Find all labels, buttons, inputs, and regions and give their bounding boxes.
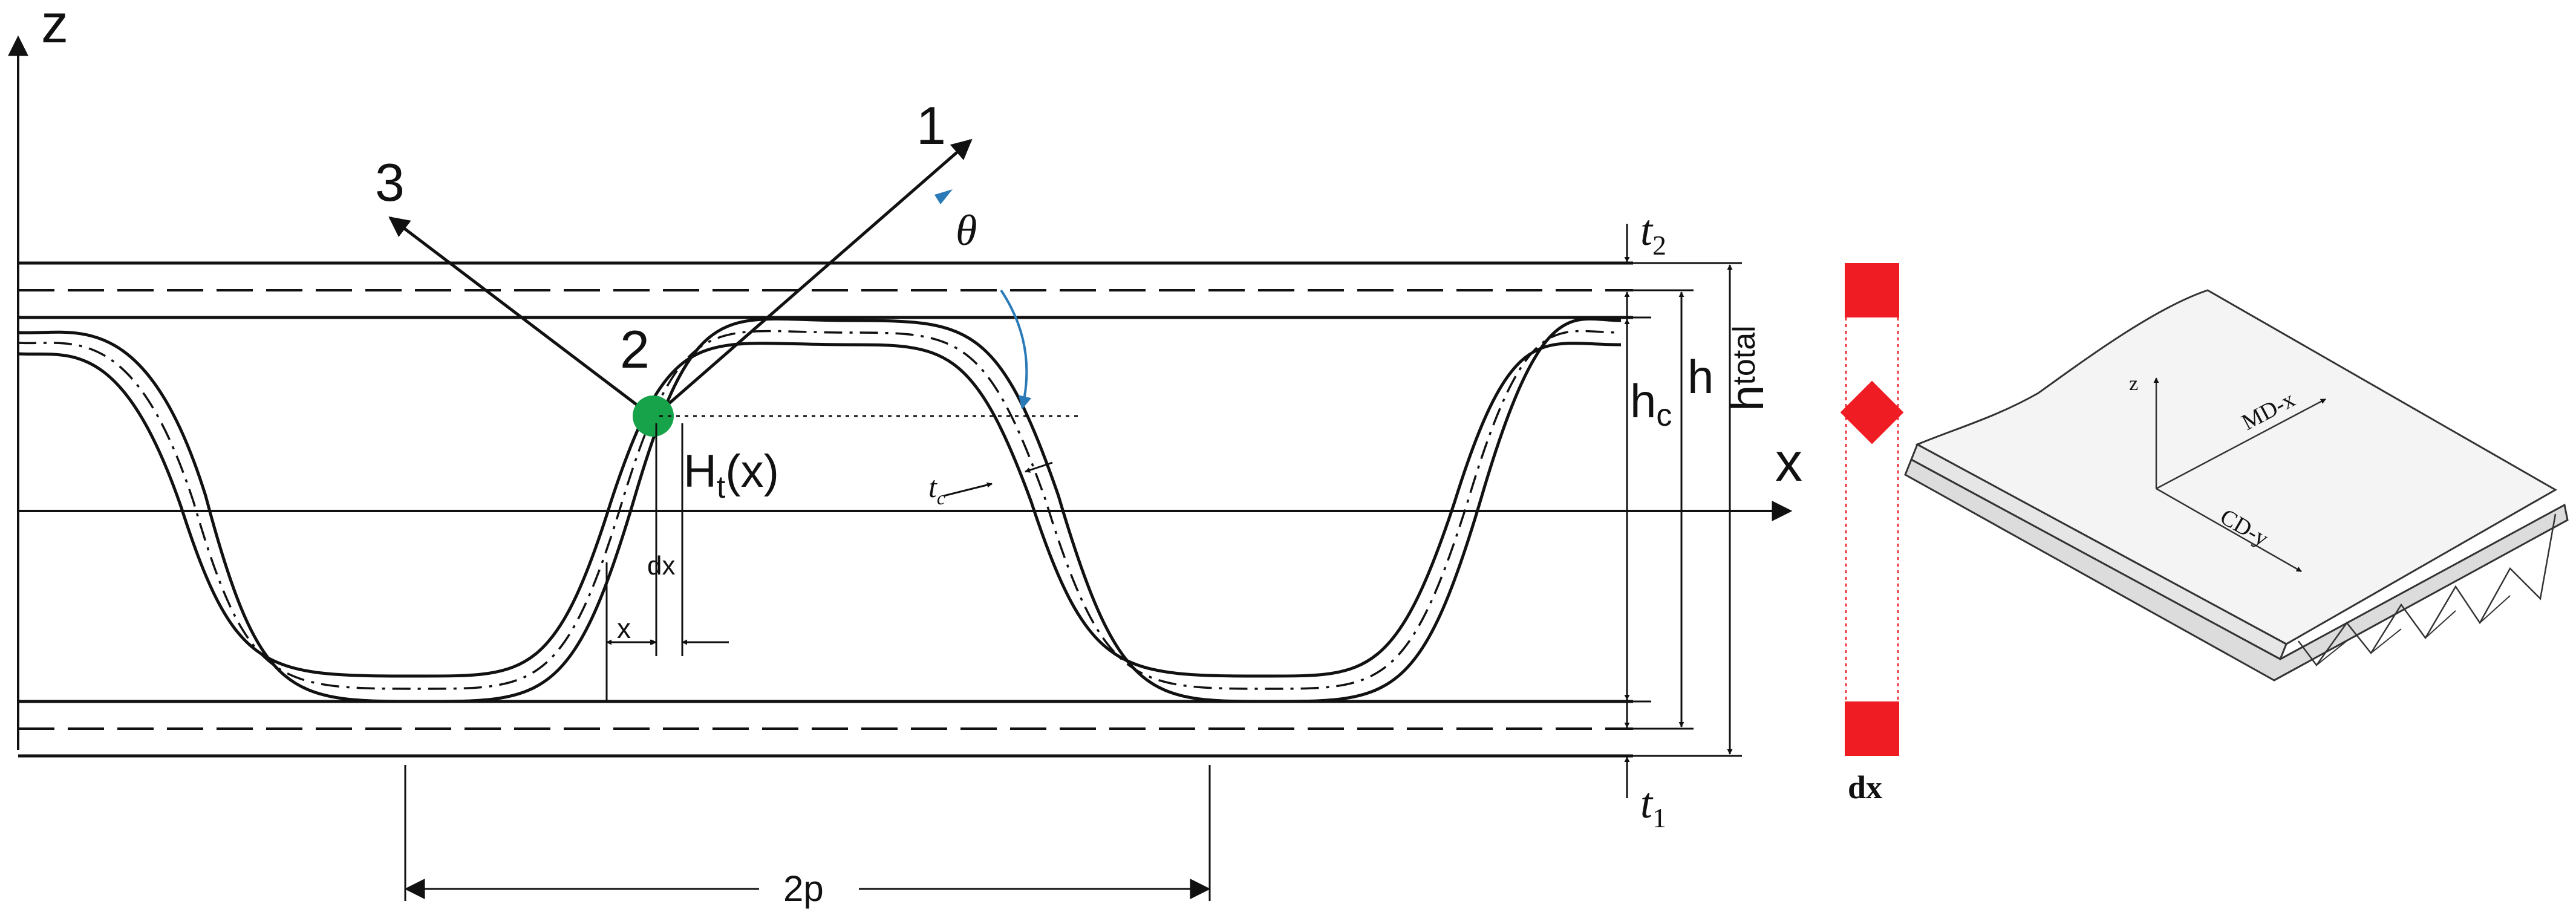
bottom-liner [18,700,1633,758]
t2-label: t2 [1640,206,1666,261]
cd-y-axis [2156,487,2302,573]
element-top-block [1845,263,1899,317]
height-dimensions [1624,262,1742,757]
tc-label: tc [928,470,945,509]
element-bottom-block [1845,701,1899,756]
top-liner [18,261,1633,319]
pitch-dimension [404,765,1211,901]
tc-arrow-right [1025,461,1053,473]
theta-small-arrow [934,189,953,204]
md-x-axis [2156,398,2326,490]
board-lower-liner [1904,458,2569,682]
element-dx-figure: dx [1840,263,1904,805]
dx-dimension [605,423,729,701]
h-label: h [1687,350,1714,403]
flute-outer-top [18,317,1622,703]
theta-arc [1000,289,1032,410]
board-top-face [1915,289,2558,645]
direction-1-label: 1 [916,96,946,155]
flute-inner [18,342,1622,678]
z-3d-label: z [2129,373,2138,395]
dx-element-label: dx [1848,769,1882,805]
flute-midline [18,330,1622,690]
hc-label: hc [1630,374,1672,433]
x-small-label: x [617,613,631,644]
htotal-label: htotal [1720,325,1773,411]
board-3d-sketch [1904,289,2569,682]
two-p-label: 2p [783,868,824,909]
z-axis-label: z [41,0,68,54]
direction-3-label: 3 [375,152,405,212]
theta-label: θ [956,206,977,255]
element-rotated-core [1840,380,1904,444]
tc-arrow-left [943,482,993,497]
dx-small-label: dx [647,551,675,581]
direction-2-label: 2 [620,319,650,379]
t1-label: t1 [1640,779,1666,833]
direction-3-arrow [388,216,654,418]
ht-label: Ht(x) [683,446,779,505]
x-axis-label: x [1775,432,1802,493]
direction-1-arrow [652,138,973,418]
fluting-medium [18,317,1622,703]
point-2-marker [633,395,674,437]
